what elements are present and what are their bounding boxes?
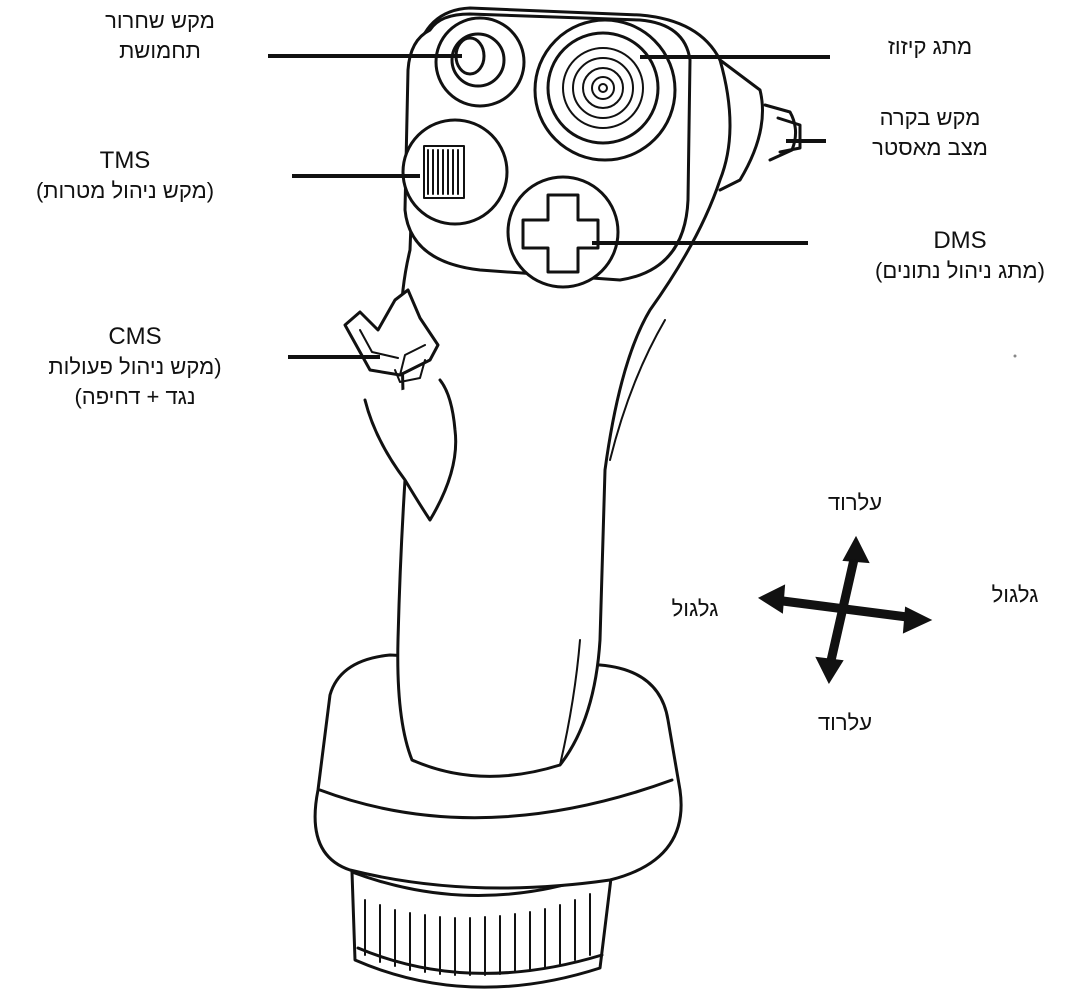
label-trim: מתג קיזוז [835,32,1025,62]
axis-pitch-top-text: עלרוד [827,490,883,515]
label-dms: DMS (מתג ניהול נתונים) [835,226,1085,286]
label-tms-line2: (מקש ניהול מטרות) [35,178,215,203]
label-tms: TMS (מקש ניהול מטרות) [0,146,250,206]
label-cms: CMS (מקש ניהול פעולות נגד + דחיפה) [0,322,270,412]
axis-roll-left-text: גלגול [671,596,719,621]
label-master-mode-line1: מקש בקרה [879,105,981,130]
arrow-down-icon [815,656,844,685]
label-dms-line1: DMS [933,227,987,254]
trim-hat [533,18,677,162]
label-cms-line3: נגד + דחיפה) [74,384,196,409]
axis-label-pitch-bottom: עלרוד [790,708,900,738]
axis-arrows [757,535,933,685]
label-haptic-release-line2: תחמושת [119,38,201,63]
label-dms-line2: (מתג ניהול נתונים) [875,258,1045,283]
axis-label-roll-right: גלגול [965,580,1065,610]
axis-label-roll-left: גלגול [645,594,745,624]
master-mode-button [763,103,802,162]
label-trim-line1: מתג קיזוז [887,34,973,59]
tms-button [401,118,509,226]
base-ring [350,868,614,989]
arrow-up-icon [842,535,870,564]
haptic-release-button [434,16,526,108]
label-haptic-release-line1: מקש שחרור [105,8,215,33]
base-knurl [364,893,591,976]
arrow-left-icon [757,584,786,614]
label-haptic-release: מקש שחרור תחמושת [60,6,260,66]
arrow-right-icon [902,606,933,634]
axis-label-pitch-top: עלרוד [800,488,910,518]
axis-roll-right-text: גלגול [991,582,1039,607]
label-cms-line2: (מקש ניהול פעולות [48,354,222,379]
axis-pitch-bottom-text: עלרוד [817,710,873,735]
label-tms-line1: TMS [99,147,151,174]
label-master-mode: מקש בקרה מצב מאסטר [830,103,1030,163]
cms-switch [343,288,458,522]
label-cms-line1: CMS [108,323,162,350]
label-master-mode-line2: מצב מאסטר [872,135,988,160]
dms-switch [506,175,620,289]
stray-dot [1013,354,1017,358]
